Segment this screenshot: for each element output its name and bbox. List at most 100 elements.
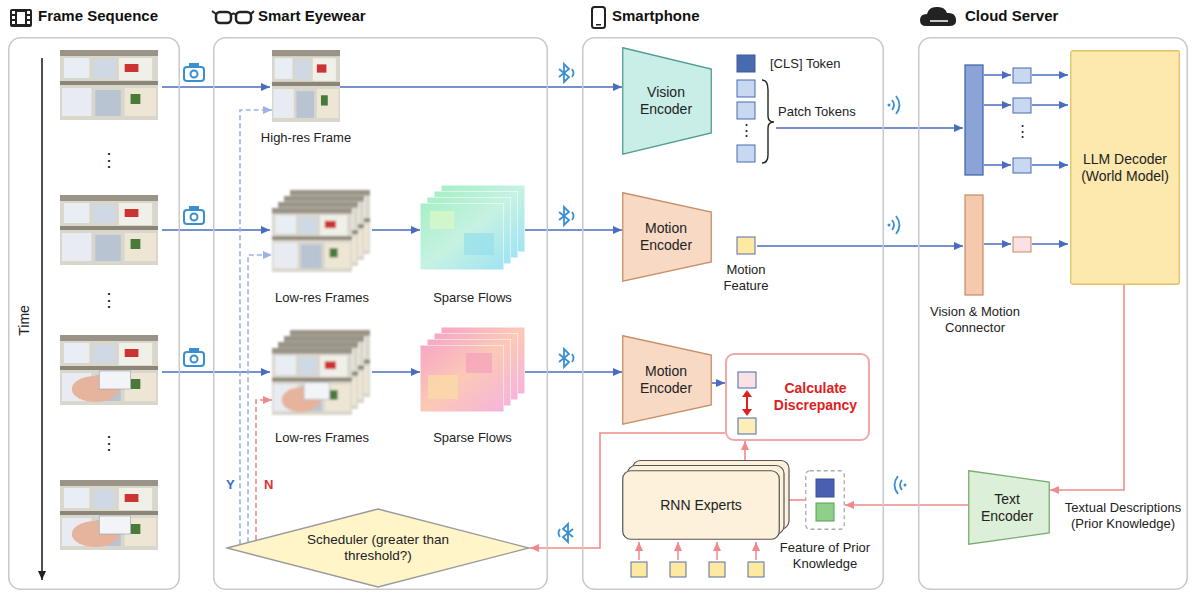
caption: Low-res Frames	[275, 430, 369, 446]
connector-arrow	[845, 504, 968, 506]
connector-part-part	[984, 74, 1011, 76]
camera-icons-part-part	[191, 214, 198, 221]
wifi-icons	[888, 96, 907, 494]
image-stack: Low-res Frames	[272, 330, 372, 415]
trapezoid-outline	[623, 48, 712, 155]
camera-icons-part-part	[190, 349, 198, 352]
rnn-inputs	[631, 542, 764, 577]
token-label: [CLS] Token	[770, 56, 841, 72]
connector-arrow	[372, 229, 420, 231]
double-arrow	[746, 396, 748, 410]
ellipsis: ⋮	[100, 433, 116, 455]
header-icons-part	[592, 7, 605, 28]
text-area: Vision Encoder	[622, 47, 712, 155]
camera-icons-part-part	[191, 356, 198, 363]
connector-part-part	[1032, 243, 1068, 245]
ellipsis: ⋮	[100, 150, 116, 172]
node-label: Motion Encoder	[628, 220, 704, 254]
rnn-inputs-part	[639, 542, 756, 560]
wifi-icons-part	[888, 216, 900, 234]
connector-part	[965, 65, 983, 175]
connector-arrow	[712, 382, 725, 384]
ellipsis: ⋮	[1014, 122, 1030, 140]
connector-part	[965, 195, 983, 295]
header-icons-part	[17, 12, 25, 24]
header-icons-part	[231, 14, 236, 16]
camera-icons-part-part	[191, 71, 198, 78]
eyewear-images-part-part	[272, 348, 352, 415]
node-label: Text Encoder	[974, 491, 1040, 525]
time-axis-part	[41, 58, 43, 580]
tokens-part	[762, 80, 774, 163]
encoder-block: Motion Encoder	[622, 335, 712, 425]
header-icons-part	[216, 12, 231, 23]
node-label: Vision Encoder	[628, 84, 704, 118]
encoder-block: Vision Encoder	[622, 47, 712, 155]
eyewear-images-part	[420, 345, 504, 412]
camera-icons-part	[184, 207, 204, 224]
header-icons-part	[27, 21, 30, 24]
time-axis	[42, 58, 43, 580]
caption: Sparse Flows	[433, 430, 512, 446]
feature-token	[816, 479, 834, 497]
wifi-icons-part-part	[900, 480, 902, 490]
bluetooth-icons	[559, 64, 574, 542]
node-outline	[213, 37, 548, 590]
panel-heading: Frame Sequence	[38, 7, 158, 24]
header-icons-part	[27, 16, 30, 19]
header-icons-part	[12, 16, 15, 19]
capture-arrows-part	[162, 229, 270, 231]
flow-stack: Sparse Flows	[420, 185, 525, 270]
wifi-icons-part-part	[892, 100, 894, 110]
connector-part-part	[1032, 104, 1068, 106]
eyewear-images-part-part	[272, 208, 352, 272]
bluetooth-icons-part-part	[572, 354, 574, 362]
wifi-icons-part-part	[895, 476, 899, 494]
text-area: Scheduler (greater than threshold?)	[226, 508, 530, 588]
header-icons-part	[212, 11, 254, 14]
connector-arrow	[372, 371, 420, 373]
box-outline	[726, 354, 869, 440]
feature-label: Motion Feature	[716, 262, 776, 293]
ellipsis: ⋮	[738, 121, 754, 139]
panel-heading: Cloud Server	[965, 7, 1058, 24]
bluetooth-icons-part	[559, 524, 574, 542]
camera-icons	[184, 64, 204, 366]
bluetooth-icons-part-part	[559, 349, 569, 367]
wifi-icons-part-part	[892, 220, 894, 230]
rnn-inputs-part	[709, 562, 725, 577]
bluetooth-icons-part-part	[559, 207, 569, 225]
video-frames-part	[60, 195, 158, 265]
feature-token	[738, 418, 756, 434]
video-frames	[60, 50, 158, 550]
tokens-part	[757, 245, 963, 247]
edge-label: Y	[224, 478, 237, 492]
connector-part-part	[1032, 164, 1068, 166]
connector-part-part	[984, 104, 1011, 106]
header-icons-part	[596, 24, 601, 26]
arrow-head	[742, 390, 752, 397]
connector-part-part	[984, 164, 1011, 166]
header-icons-part	[10, 9, 32, 27]
tokens	[737, 55, 963, 254]
rnn-inputs-part	[748, 562, 764, 577]
node-label: RNN Experts	[660, 497, 742, 514]
rnn-inputs-part	[670, 562, 686, 577]
connector-arrow	[340, 86, 622, 88]
bluetooth-icons-part-part	[572, 69, 574, 77]
tokens-part	[737, 55, 755, 72]
node-label: LLM Decoder (World Model)	[1076, 151, 1174, 185]
ellipsis: ⋮	[100, 290, 116, 312]
header-icons-part	[12, 11, 15, 14]
connector-part-part	[1032, 74, 1068, 76]
axis-label: Time	[16, 300, 33, 340]
text-area: RNN Experts	[622, 470, 780, 540]
header-icons	[10, 7, 956, 28]
eyewear-images-part	[272, 50, 340, 122]
bluetooth-icons-part	[559, 207, 574, 225]
token-label: Patch Tokens	[778, 104, 856, 120]
eyewear-images-part	[272, 190, 370, 415]
camera-icons-part-part	[184, 210, 204, 224]
connector-part	[1013, 98, 1031, 113]
capture-arrows-part	[162, 86, 270, 88]
